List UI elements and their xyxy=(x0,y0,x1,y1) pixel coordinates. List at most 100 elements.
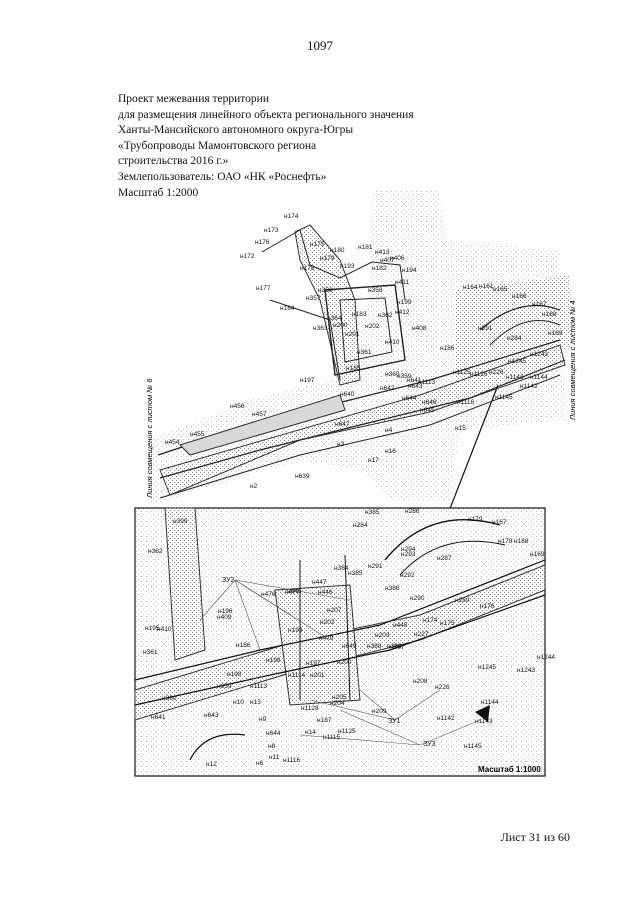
detail-point-label: н476 xyxy=(261,591,276,598)
detail-point-label: н287 xyxy=(437,555,452,562)
detail-boundary-line xyxy=(344,554,351,701)
detail-point-label: н169 xyxy=(530,551,545,558)
overview-point-label: н456 xyxy=(230,403,245,410)
detail-point-label: н201 xyxy=(310,672,325,679)
overview-point-label: н645 xyxy=(420,407,435,414)
detail-point-label: н1245 xyxy=(478,664,496,671)
overview-wedge xyxy=(179,394,346,456)
overview-point-label: н185 xyxy=(346,365,361,372)
overview-point-label: н178 xyxy=(300,265,315,272)
detail-point-label: н205 xyxy=(332,694,347,701)
overview-point-label: н179 xyxy=(320,255,335,262)
detail-corridor-vertical xyxy=(164,507,206,661)
detail-point-label: н187 xyxy=(317,717,332,724)
overview-point-label: н413 xyxy=(375,249,390,256)
detail-point-label: н11 xyxy=(269,754,280,761)
overview-point-label: н1144 xyxy=(530,374,548,381)
detail-point-label: н186 xyxy=(236,642,251,649)
detail-point-label: н199 xyxy=(288,627,303,634)
overview-point-label: н359 xyxy=(397,373,412,380)
header-line: Землепользователь: ОАО «НК «Роснефть» xyxy=(118,170,327,183)
overview-point-label: н1145 xyxy=(495,394,513,401)
detail-point-label: н226 xyxy=(435,684,450,691)
detail-point-label: н479 xyxy=(319,635,334,642)
header-line: Масштаб 1:2000 xyxy=(118,186,199,199)
detail-point-label: н14 xyxy=(305,729,316,736)
detail-point-label: н446 xyxy=(318,589,333,596)
detail-arc xyxy=(399,540,506,576)
overview-point-label: н161 xyxy=(479,283,494,290)
overview-point-label: н175 xyxy=(310,241,325,248)
detail-arc xyxy=(189,733,246,761)
overview-corridor xyxy=(159,344,566,496)
overview-point-label: н184 xyxy=(280,305,295,312)
zone-label: ЗУ1 xyxy=(388,718,401,725)
detail-point-label: н292 xyxy=(400,572,415,579)
detail-point-label: н175 xyxy=(440,620,455,627)
detail-point-label: н399 xyxy=(173,518,188,525)
overview-point-label: н4 xyxy=(385,427,393,434)
overview-point-label: н360 xyxy=(385,371,400,378)
overview-point-label: н407 xyxy=(380,257,395,264)
detail-point-label: н6 xyxy=(256,760,264,767)
overview-point-label: н1142 xyxy=(520,383,538,390)
overview-point-label: н1126 xyxy=(470,371,488,378)
detail-point-label: н200 xyxy=(337,659,352,666)
detail-point-label: н198 xyxy=(227,671,242,678)
zone-label: ЗУ2 xyxy=(222,577,235,584)
overview-point-label: н410 xyxy=(385,339,400,346)
detail-point-label: н386 xyxy=(387,643,402,650)
overview-point-label: н173 xyxy=(264,227,279,234)
overview-point-label: н411 xyxy=(395,279,409,286)
detail-point-label: н204 xyxy=(330,700,345,707)
overview-point-label: н363 xyxy=(313,325,328,332)
overview-point-label: н194 xyxy=(402,267,417,274)
overview-point-label: н1143 xyxy=(506,374,524,381)
detail-point-label: н1128 xyxy=(301,705,319,712)
detail-point-label: н360 xyxy=(162,695,177,702)
sheet-link-left-label: Линия совмещения с листом № 6 xyxy=(145,378,154,499)
detail-point-label: н291 xyxy=(368,563,383,570)
overview-point-label: н284 xyxy=(507,335,522,342)
overview-point-label: н1116 xyxy=(457,399,474,406)
detail-point-label: н641 xyxy=(151,714,166,721)
overview-point-label: н193 xyxy=(340,263,355,270)
header-block: Проект межевания территории для размещен… xyxy=(118,92,414,201)
detail-point-label: н178 xyxy=(498,538,513,545)
overview-point-label: н174 xyxy=(284,213,299,220)
sheet-link-right-label: Линия совмещения с листом № 4 xyxy=(568,300,577,421)
overview-point-label: н226 xyxy=(489,369,504,376)
overview-point-label: н176 xyxy=(255,239,270,246)
detail-point-label: н207 xyxy=(327,607,342,614)
overview-boundary-line xyxy=(159,359,566,479)
header-line: для размещения линейного объекта региона… xyxy=(118,108,414,121)
overview-point-label: н181 xyxy=(358,244,373,251)
detail-boundary-line xyxy=(134,559,546,681)
detail-boundary-line xyxy=(134,594,546,706)
detail-point-label: н410 xyxy=(157,626,172,633)
overview-point-label: н1113 xyxy=(418,379,435,386)
overview-point-label: н167 xyxy=(532,301,547,308)
overview-point-label: н362 xyxy=(378,312,393,319)
detail-point-label: н409 xyxy=(217,614,232,621)
overview-point-label: н357 xyxy=(306,295,321,302)
detail-point-label: н208 xyxy=(413,678,428,685)
detail-point-label: н168 xyxy=(514,538,529,545)
overview-parcel xyxy=(324,284,406,376)
detail-point-label: н644 xyxy=(266,730,281,737)
overview-point-label: н361 xyxy=(357,349,372,356)
header-line: Ханты-Мансийского автономного округа-Югр… xyxy=(118,124,354,137)
overview-point-label: н358 xyxy=(368,287,383,294)
header-line: «Трубопроводы Мамонтовского региона xyxy=(118,139,317,152)
overview-point-label: н1245 xyxy=(508,358,526,365)
detail-point-label: н286 xyxy=(405,508,420,515)
detail-point-label: н1145 xyxy=(464,743,482,750)
overview-point-label: н364 xyxy=(327,315,342,322)
overview-point-label: н166 xyxy=(512,293,527,300)
overview-point-label: н642 xyxy=(380,385,395,392)
detail-marker xyxy=(475,705,490,722)
detail-point-label: н1114 xyxy=(288,672,305,679)
detail-point-label: н362 xyxy=(148,548,163,555)
overview-point-label: н646 xyxy=(422,399,437,406)
